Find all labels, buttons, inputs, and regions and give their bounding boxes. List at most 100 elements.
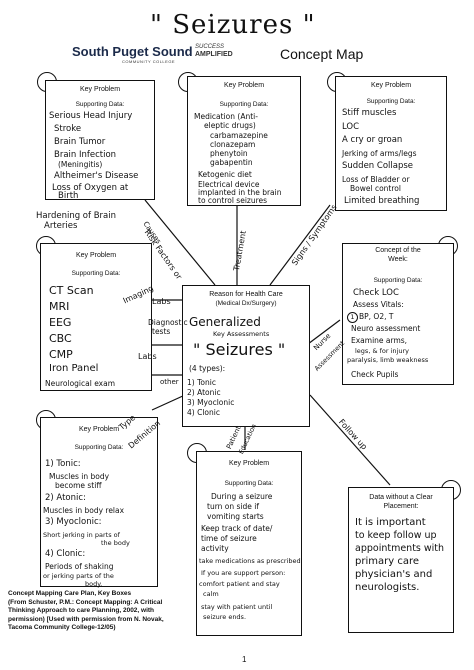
list-item: Altheimer's Disease [54,171,139,181]
list-item: legs, & for injury [355,347,409,355]
list-item: Loss of Oxygen at [52,183,129,193]
list-item: EEG [49,316,72,329]
citation-line: permission) [Used with permission from N… [8,615,164,623]
brand-name: South Puget Sound [72,44,193,59]
list-item: eleptic drugs) [204,121,256,130]
list-item: Electrical device [198,180,260,189]
list-item: Stiff muscles [342,108,397,118]
list-item: Keep track of date/ [201,524,273,533]
diagnosis-seizures: " Seizures " [193,340,286,359]
key-problem-box-treatment: Key Problem Supporting Data: Medication … [187,76,301,206]
list-item: Medication (Anti- [194,112,258,121]
box-heading-line2: Placement: [383,503,419,510]
list-item: the body [101,539,130,547]
list-item: 4) Clonic: [45,549,86,559]
list-item: 1) Tonic [187,378,216,387]
box-heading-line2: Week: [388,256,408,263]
list-item: A cry or groan [342,135,403,145]
box-subheading: Supporting Data: [219,101,269,108]
list-item: Stroke [54,124,82,134]
list-item: body. [85,580,103,588]
list-item: Serious Head Injury [49,111,133,121]
list-item: Brain Tumor [54,137,106,147]
list-item: If you are support person: [201,569,286,577]
page-number: 1 [242,655,247,664]
list-item: activity [201,544,229,553]
key-problem-box-seizure-types: Key Problem Supporting Data: 1) Tonic: M… [40,417,158,588]
list-item: take medications as prescribed [199,557,301,565]
list-item: Ketogenic diet [198,170,252,179]
key-assessments-label: Key Assessments [213,330,270,338]
list-item: seizure ends. [203,613,247,621]
list-item: Check LOC [353,288,399,298]
box-subheading: (Medical Dx/Surgery) [215,300,277,307]
box-heading: Key Problem [79,86,121,93]
key-problem-box-patient-education: Key Problem Supporting Data: During a se… [196,451,302,636]
header-title: " Seizures " [150,10,316,40]
box-heading: Key Problem [223,82,265,89]
list-item: become stiff [55,481,102,490]
list-item: 2) Atonic: [45,493,86,503]
list-item: Neuro assessment [351,324,421,333]
list-item: Periods of shaking [45,562,114,571]
list-item: vomiting starts [207,512,264,521]
tagline-amplified: AMPLIFIED [195,51,233,58]
list-item: Short jerking in parts of [43,531,120,539]
link-label-diagnostic: Diagnostic [148,318,188,327]
citation-footer: Concept Mapping Care Plan, Key Boxes (Fr… [8,590,164,633]
list-item: to control seizures [198,196,268,205]
list-item: During a seizure [211,492,273,501]
link-label-other: other [160,378,179,386]
list-item: Check Pupils [351,370,399,379]
list-item: CBC [49,332,72,345]
diagnosis-generalized: Generalized [189,315,261,329]
list-item: Sudden Collapse [342,161,414,171]
key-problem-box-diagnostics: Key Problem Supporting Data: CT Scan MRI… [40,243,152,391]
box-subheading: Supporting Data: [74,444,124,451]
list-item: carbamazepine [210,131,268,140]
list-item: Hardening of Brain [36,211,116,221]
center-box-reason-for-care: Reason for Health Care (Medical Dx/Surge… [182,285,310,427]
box-heading: Key Problem [75,252,117,259]
box-subheading: Supporting Data: [224,480,274,487]
key-problem-box-risk-factors: Key Problem Supporting Data: Serious Hea… [45,80,155,201]
list-item: Examine arms, [351,336,408,345]
citation-line: Tacoma Community College-12/05) [8,624,116,631]
list-item: time of seizure [201,534,257,543]
concept-of-week-box: Concept of the Week: Supporting Data: Ch… [342,243,454,385]
link-label-labs-2: Labs [138,352,157,361]
list-item: turn on side if [207,502,259,511]
list-item: implanted in the brain [198,188,282,197]
list-item: clonazepam [210,140,256,149]
data-without-clear-placement-box: Data without a Clear Placement: It is im… [348,487,454,633]
list-item: Limited breathing [344,196,420,206]
list-item: comfort patient and stay [199,580,280,588]
list-item: 1) Tonic: [45,459,81,469]
list-item: Muscles in body relax [43,506,125,515]
list-item: Muscles in body [49,472,110,481]
box-subheading: Supporting Data: [75,101,125,108]
list-item: Neurological exam [45,379,116,388]
link-label-labs: Labs [152,297,171,306]
list-item: Birth [58,191,79,201]
list-item: to keep follow up [355,530,437,541]
list-item: 2) Atonic [187,388,221,397]
list-item: CMP [49,348,73,361]
list-item: stay with patient until [201,603,273,611]
link-label-tests: tests [152,327,171,336]
list-item: phenytoin [210,149,248,158]
box-subheading: Supporting Data: [71,270,121,277]
key-problem-box-signs-symptoms: Key Problem Supporting Data: Stiff muscl… [335,76,447,211]
box-subheading: Supporting Data: [373,277,423,284]
list-item: Loss of Bladder or [342,175,410,184]
list-item: appointments with [355,543,445,554]
citation-line: (From Schuster, P.M.: Concept Mapping: A… [8,598,163,606]
list-item: Arteries [44,221,78,231]
number-badge: 1 [347,312,358,323]
list-item: or jerking parts of the [43,572,114,580]
list-item: gabapentin [210,158,253,167]
list-item: calm [203,590,219,598]
box-heading: Key Problem [228,460,270,467]
types-label: (4 types): [189,364,226,373]
